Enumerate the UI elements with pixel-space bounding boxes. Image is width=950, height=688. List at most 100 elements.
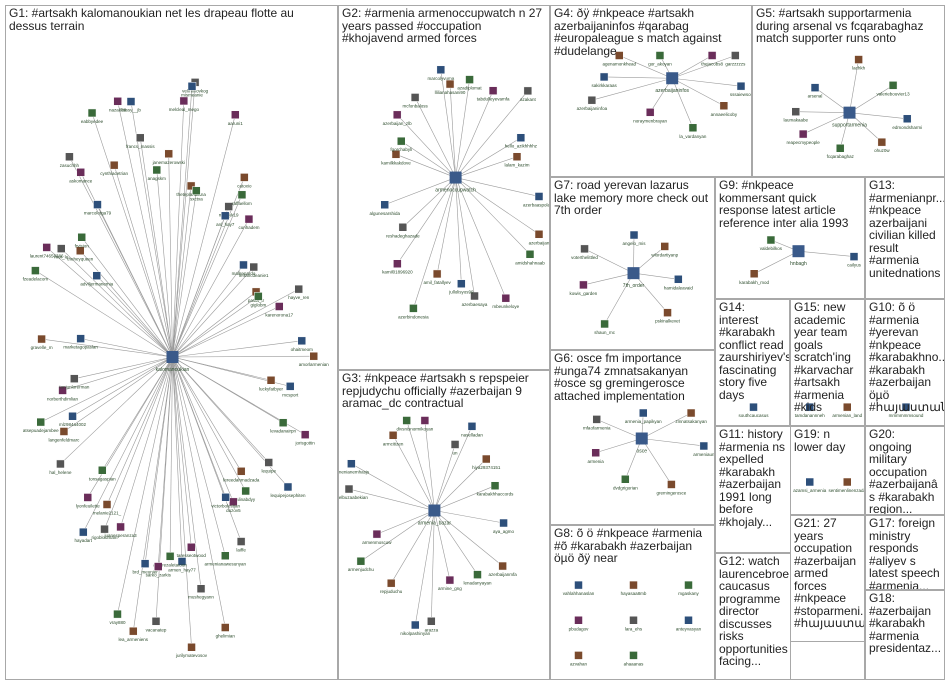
node-armenjudchu[interactable]: armenjudchu <box>348 556 375 572</box>
node-askomance[interactable]: askomance <box>69 168 93 183</box>
node-sssaiewsor[interactable]: sssaiewsor <box>730 81 752 97</box>
node-tonjunlorerman[interactable]: tonjunlorerman <box>59 374 90 390</box>
node-naselladan[interactable]: naselladan <box>461 422 483 437</box>
node-marcolotga79[interactable]: marcolotga79 <box>84 200 112 216</box>
node-alinabdyy[interactable]: alinabdyy <box>236 486 256 502</box>
node-frvision[interactable]: frvision <box>75 233 90 248</box>
node-cailyus[interactable]: cailyus <box>847 252 862 268</box>
node-vray880[interactable]: vray880 <box>109 609 126 625</box>
node-hayve_ren[interactable]: hayve_ren <box>288 284 310 300</box>
node-anagskm[interactable]: anagskm <box>148 165 167 181</box>
node-rigobloumam[interactable]: rigobloumam <box>92 524 118 540</box>
node-hayasaa8mb[interactable]: hayasaa8mb <box>621 580 647 596</box>
node-kamil01896920[interactable]: kamil01896920 <box>382 259 413 275</box>
node-mbeunkeloye[interactable]: mbeunkeloye <box>492 293 520 309</box>
node-brd_meunier[interactable]: brd_meunier <box>132 559 158 575</box>
node-azerbindonesia[interactable]: azerbindonesia <box>398 304 429 319</box>
node-giglobm[interactable]: giglobm <box>250 292 266 307</box>
node-hayadart[interactable]: hayadart <box>75 527 93 543</box>
node-ghelimian[interactable]: ghelimian <box>216 623 236 639</box>
node-amidshahnaab[interactable]: amidshahnaab <box>515 250 545 265</box>
node-azerbaijan[interactable]: azerbaijan <box>529 230 550 245</box>
node-garzzzzzs[interactable]: garzzzzzs <box>725 51 746 67</box>
node-shaun_mc[interactable]: shaun_mc <box>594 319 616 335</box>
node-azerbaijanmfa[interactable]: azerbaijanmfa <box>488 561 517 577</box>
node-adviljermanemia[interactable]: adviljermanemia <box>80 271 114 287</box>
node-mmmmmmsound[interactable]: mmmmmmsound <box>889 402 924 418</box>
node-sarko_zarkis[interactable]: sarko_zarkis <box>146 562 172 578</box>
node-cynthiacetrian[interactable]: cynthiacetrian <box>100 160 129 176</box>
node-vahlahhanaslan[interactable]: vahlahhanaslan <box>563 580 595 596</box>
node-lequipejosephiten[interactable]: lequipejosephiten <box>270 482 306 498</box>
node-fcqarabaghaz[interactable]: fcqarabaghaz <box>827 143 855 159</box>
node-laurent74658386[interactable]: laurent74658386 <box>30 243 64 258</box>
node-norberthdimlian[interactable]: norberthdimlian <box>47 386 79 401</box>
node-duzov5[interactable]: duzov5 <box>226 497 241 513</box>
hub-node-7th_order[interactable]: 7th_order <box>623 267 645 289</box>
node-lara_ehs[interactable]: lara_ehs <box>625 616 643 631</box>
node-agenamonkhead[interactable]: agenamonkhead <box>603 51 637 67</box>
node-pbudagov[interactable]: pbudagov <box>569 616 590 631</box>
node-zmnatsakanyan[interactable]: zmnatsakanyan <box>675 408 707 424</box>
node-reshadeghazade[interactable]: reshadeghazade <box>386 223 420 238</box>
node-armenianemhasjs[interactable]: armenianemhasjs <box>339 459 370 475</box>
node-taresseotwood[interactable]: taresseotwood <box>177 542 207 558</box>
node-jurilymatevosov[interactable]: jurilymatevosov <box>175 642 208 658</box>
node-luckyfatbyer[interactable]: luckyfatbyer <box>259 376 284 391</box>
node-lachkh[interactable]: lachkh <box>852 55 866 71</box>
node-wlordartiyanp[interactable]: wlordartiyanp <box>651 242 679 257</box>
hub-node-hnbagh[interactable]: hnbagh <box>790 245 807 267</box>
node-la_vardanyan[interactable]: la_vardanyan <box>679 123 707 139</box>
node-divsnisnor[interactable]: divsnisnor <box>397 416 418 432</box>
node-azerbaesaya[interactable]: azerbaesaya <box>462 291 488 307</box>
node-tonsagaspian[interactable]: tonsagaspian <box>89 466 116 481</box>
node-armine_gng[interactable]: armine_gng <box>438 575 462 591</box>
node-lyonfeuilette[interactable]: lyonfeuilette <box>76 493 101 508</box>
node-lefrancdeanie1[interactable]: lefrancdeanie1 <box>239 262 269 278</box>
node-dvdgrigorian[interactable]: dvdgrigorian <box>613 475 638 490</box>
node-arsenal[interactable]: arsenal <box>808 83 823 99</box>
node-azerbaijan_zlb[interactable]: azerbaijan_zlb <box>383 110 413 126</box>
node-juanesperanza3[interactable]: juanesperanza3 <box>104 522 138 538</box>
node-mallrepardo[interactable]: mallrepardo <box>232 260 256 276</box>
node-southcaucasus[interactable]: southcaucasus <box>738 402 769 418</box>
node-fereedahmadzada[interactable]: fereedahmadzada <box>223 467 260 482</box>
node-theheyqueen[interactable]: theheyqueen <box>67 246 94 262</box>
node-anteyvasyan[interactable]: anteyvasyan <box>676 616 702 631</box>
node-francs_massis[interactable]: francs_massis <box>126 133 156 149</box>
node-catoxio[interactable]: catoxio <box>237 173 252 188</box>
node-karabakhhaccords[interactable]: karabakhhaccords <box>477 481 515 497</box>
node-tabdulleyevamfa[interactable]: tabdulleyevamfa <box>477 86 510 102</box>
hub-node-azerbaijaninfos[interactable]: azerbaijaninfos <box>655 72 690 94</box>
node-kowis_garden[interactable]: kowis_garden <box>570 280 598 296</box>
node-mushegyann[interactable]: mushegyann <box>188 584 214 600</box>
node-laumakaabe[interactable]: laumakaabe <box>783 107 809 123</box>
node-lenadanyayan[interactable]: lenadanyayan <box>463 570 492 586</box>
node-marcolyvuma[interactable]: marcolyvuma <box>427 65 455 81</box>
node-edmondsharmi[interactable]: edmondsharmi <box>892 114 922 130</box>
hub-node-armenoccupwatch[interactable]: armenoccupwatch <box>435 171 476 194</box>
node-janemazerowski[interactable]: janemazerowski <box>152 149 185 165</box>
node-lequipe[interactable]: lequipe <box>261 458 276 473</box>
node-melanie2121_[interactable]: melanie2121_ <box>93 500 122 515</box>
node-gor_akoyan[interactable]: gor_akoyan <box>648 51 672 67</box>
node-ahaaanas[interactable]: ahaaanas <box>624 651 645 666</box>
node-noraymenbrayan[interactable]: noraymenbrayan <box>633 108 668 123</box>
node-armeniaun[interactable]: armeniaun <box>693 441 715 457</box>
node-kamilkkakdove[interactable]: kamilkkakdove <box>381 150 411 165</box>
node-repjuduchu[interactable]: repjuduchu <box>380 578 403 594</box>
node-anl_hay7[interactable]: anl_hay7 <box>216 211 235 227</box>
node-ksssy__jb[interactable]: ksssy__jb <box>121 97 141 113</box>
node-zasuchhh[interactable]: zasuchhh <box>60 152 80 168</box>
node-ohaitmeom[interactable]: ohaitmeom <box>291 336 314 352</box>
node-jorisgottin[interactable]: jorisgottin <box>295 430 316 446</box>
node-mcfonbaloss[interactable]: mcfonbaloss <box>402 93 428 108</box>
node-sentimenlinenzada[interactable]: sentimenlinenzada <box>828 477 865 493</box>
hub-node-osce[interactable]: osce <box>635 432 648 455</box>
node-azakant[interactable]: azakant <box>520 86 537 102</box>
node-atsepuadejambee[interactable]: atsepuadejambee <box>23 417 59 433</box>
node-armenia[interactable]: armenia <box>588 448 605 464</box>
node-theteplandiana[interactable]: theteplandiana <box>176 181 206 197</box>
node-vacanatep[interactable]: vacanatep <box>146 617 167 632</box>
hub-node-supportarmenia[interactable]: supportarmenia <box>832 106 867 129</box>
